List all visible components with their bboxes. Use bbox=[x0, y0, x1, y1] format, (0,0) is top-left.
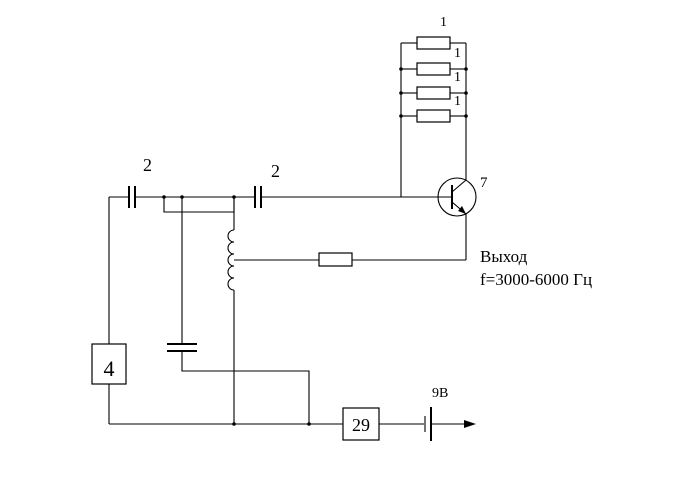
battery bbox=[424, 407, 432, 441]
arrow-right-icon bbox=[464, 420, 476, 428]
inductor-coil bbox=[227, 229, 235, 291]
block-4-label: 4 bbox=[104, 356, 115, 381]
capacitor-right bbox=[254, 186, 262, 208]
capacitor-bottom bbox=[167, 343, 197, 352]
junction-dot bbox=[162, 195, 166, 199]
transistor bbox=[437, 177, 477, 217]
resistor-1 bbox=[416, 36, 451, 50]
wire-bracket bbox=[163, 197, 235, 213]
junction-dot bbox=[399, 114, 403, 118]
resistor-4-label: 1 bbox=[454, 94, 461, 109]
resistor-3-label: 1 bbox=[454, 70, 461, 85]
transistor-label: 7 bbox=[480, 175, 488, 191]
resistor-1-label: 1 bbox=[440, 15, 447, 30]
capacitor-right-label: 2 bbox=[271, 161, 280, 181]
junction-dot bbox=[464, 91, 468, 95]
battery-label: 9В bbox=[432, 386, 448, 401]
resistor-2 bbox=[416, 62, 451, 76]
resistor-feedback bbox=[318, 252, 353, 267]
junction-dot bbox=[399, 67, 403, 71]
junction-dot bbox=[464, 67, 468, 71]
capacitor-left-label: 2 bbox=[143, 155, 152, 175]
resistor-3 bbox=[416, 86, 451, 100]
output-label: Выход bbox=[480, 247, 528, 266]
resistor-4 bbox=[416, 109, 451, 123]
capacitor-left bbox=[128, 186, 136, 208]
junction-dot bbox=[464, 114, 468, 118]
resistor-2-label: 1 bbox=[454, 46, 461, 61]
junction-dot bbox=[399, 91, 403, 95]
block-29-label: 29 bbox=[352, 415, 370, 435]
output-frequency: f=3000-6000 Гц bbox=[480, 270, 592, 289]
block-4 bbox=[91, 343, 127, 385]
wire-cap-to-ground bbox=[181, 351, 310, 424]
